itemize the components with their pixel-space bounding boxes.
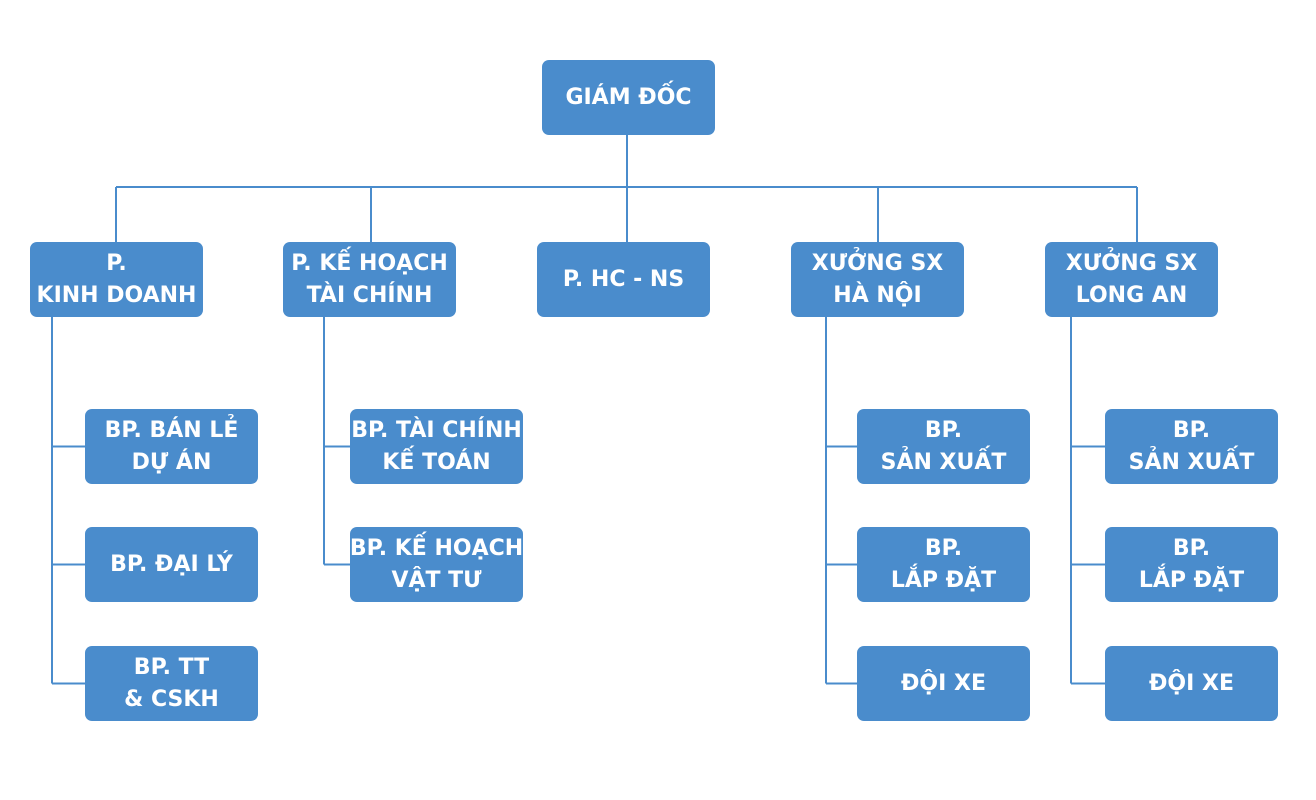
- director-box: GIÁM ĐỐC: [542, 60, 715, 135]
- unit-box-kinh-doanh-2: BP. TT & CSKH: [85, 646, 258, 721]
- unit-box-xuong-long-an-2: ĐỘI XE: [1105, 646, 1278, 721]
- unit-box-xuong-long-an-0-label-line: BP.: [1172, 417, 1211, 443]
- department-box-xuong-ha-noi-label-line: HÀ NỘI: [833, 282, 922, 308]
- department-box-xuong-long-an-label-line: XƯỞNG SX: [1065, 250, 1198, 276]
- unit-box-ke-hoach-tai-chinh-1-label-line: BP. KẾ HOẠCH: [349, 535, 524, 561]
- department-box-xuong-ha-noi: XƯỞNG SX HÀ NỘI: [791, 242, 964, 317]
- department-box-kinh-doanh-label-line: KINH DOANH: [36, 282, 197, 308]
- department-box-kinh-doanh-label-line: P.: [106, 250, 127, 276]
- unit-box-xuong-long-an-1-label-line: LẮP ĐẶT: [1138, 567, 1245, 593]
- unit-box-kinh-doanh-1-label-line: BP. ĐẠI LÝ: [110, 551, 233, 577]
- department-box-xuong-long-an: XƯỞNG SX LONG AN: [1045, 242, 1218, 317]
- unit-box-kinh-doanh-0-label-line: DỰ ÁN: [131, 449, 212, 475]
- unit-box-xuong-long-an-2-label-line: ĐỘI XE: [1149, 670, 1234, 696]
- unit-box-ke-hoach-tai-chinh-1-label-line: VẬT TƯ: [391, 567, 482, 593]
- unit-box-xuong-ha-noi-2-label-line: ĐỘI XE: [901, 670, 986, 696]
- unit-box-xuong-ha-noi-1-label-line: LẮP ĐẶT: [890, 567, 997, 593]
- unit-box-kinh-doanh-1: BP. ĐẠI LÝ: [85, 527, 258, 602]
- unit-box-kinh-doanh-0: BP. BÁN LẺ DỰ ÁN: [85, 409, 258, 484]
- unit-box-kinh-doanh-2-label-line: & CSKH: [124, 686, 219, 712]
- department-box-ke-hoach-tai-chinh: P. KẾ HOẠCH TÀI CHÍNH: [283, 242, 456, 317]
- department-box-kinh-doanh: P. KINH DOANH: [30, 242, 203, 317]
- unit-box-xuong-ha-noi-1: BP. LẮP ĐẶT: [857, 527, 1030, 602]
- unit-box-xuong-ha-noi-0-label-line: SẢN XUẤT: [880, 449, 1007, 475]
- unit-box-ke-hoach-tai-chinh-0-label-line: KẾ TOÁN: [382, 449, 491, 475]
- unit-box-xuong-ha-noi-1-label-line: BP.: [924, 535, 963, 561]
- unit-box-xuong-long-an-0-label-line: SẢN XUẤT: [1128, 449, 1255, 475]
- department-box-hc-ns: P. HC - NS: [537, 242, 710, 317]
- unit-box-kinh-doanh-0-label-line: BP. BÁN LẺ: [104, 417, 239, 443]
- unit-box-xuong-long-an-1-label-line: BP.: [1172, 535, 1211, 561]
- unit-box-kinh-doanh-2-label-line: BP. TT: [133, 654, 210, 680]
- unit-box-xuong-ha-noi-2: ĐỘI XE: [857, 646, 1030, 721]
- department-box-ke-hoach-tai-chinh-label-line: TÀI CHÍNH: [306, 282, 433, 308]
- director-box-label-line: GIÁM ĐỐC: [565, 84, 692, 110]
- department-box-hc-ns-label-line: P. HC - NS: [562, 266, 685, 292]
- unit-box-ke-hoach-tai-chinh-0-label-line: BP. TÀI CHÍNH: [351, 417, 522, 443]
- department-box-ke-hoach-tai-chinh-label-line: P. KẾ HOẠCH: [291, 250, 448, 276]
- unit-box-xuong-long-an-0: BP. SẢN XUẤT: [1105, 409, 1278, 484]
- department-box-xuong-long-an-label-line: LONG AN: [1075, 282, 1188, 308]
- unit-box-xuong-long-an-1: BP. LẮP ĐẶT: [1105, 527, 1278, 602]
- unit-box-ke-hoach-tai-chinh-0: BP. TÀI CHÍNH KẾ TOÁN: [350, 409, 523, 484]
- unit-box-ke-hoach-tai-chinh-1: BP. KẾ HOẠCH VẬT TƯ: [350, 527, 523, 602]
- unit-box-xuong-ha-noi-0: BP. SẢN XUẤT: [857, 409, 1030, 484]
- department-box-xuong-ha-noi-label-line: XƯỞNG SX: [811, 250, 944, 276]
- unit-box-xuong-ha-noi-0-label-line: BP.: [924, 417, 963, 443]
